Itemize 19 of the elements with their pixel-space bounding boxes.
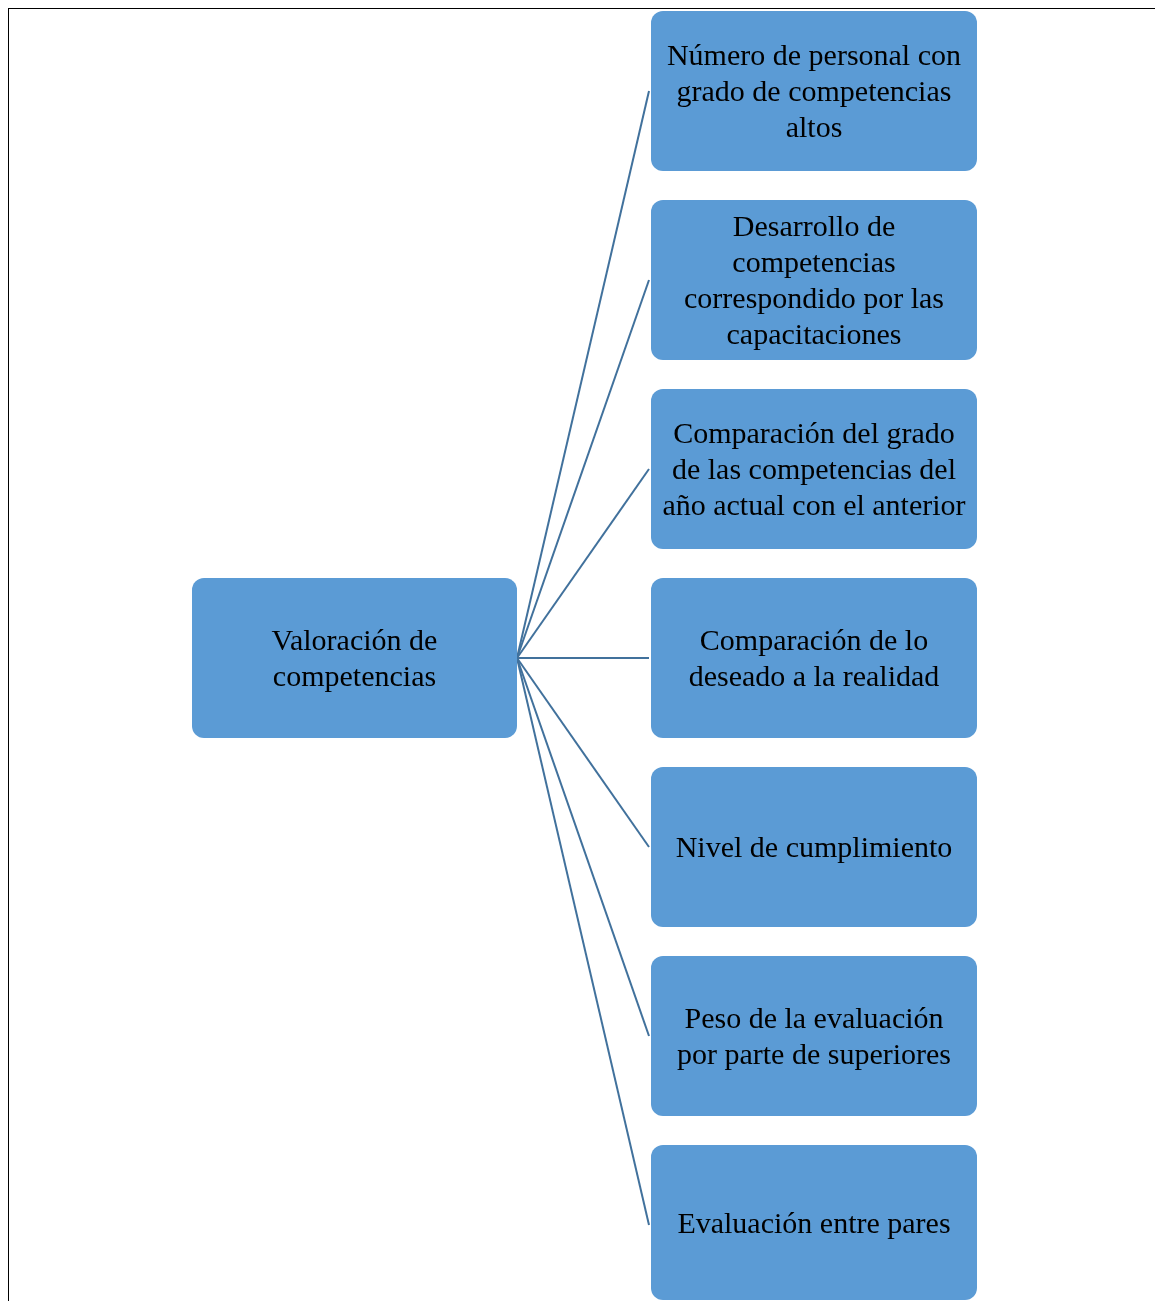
- node-text: Desarrollo de competencias correspondido por las capacitaciones: [683, 208, 945, 352]
- process-box: [651, 11, 977, 171]
- process-box: [651, 578, 977, 738]
- node-text: Valoración de competencias: [270, 622, 439, 694]
- connector-line: [516, 657, 650, 659]
- node-text: Número de personal con grado de competencias altos: [665, 37, 963, 145]
- process-box: [651, 1145, 977, 1300]
- process-box: [651, 767, 977, 927]
- node-text: Nivel de cumplimiento: [675, 829, 953, 865]
- connector-line: [516, 468, 650, 659]
- node-text: Comparación de lo deseado a la realidad: [687, 622, 941, 694]
- process-box: [651, 956, 977, 1116]
- node-text: Peso de la evaluación por parte de superiores: [675, 1000, 953, 1072]
- node-text: Comparación del grado de las competencias del año actual con el anterior: [661, 415, 967, 523]
- process-box: [192, 578, 517, 738]
- node-text: Evaluación entre pares: [677, 1204, 951, 1241]
- connector-line: [516, 657, 650, 848]
- process-box: [651, 389, 977, 549]
- process-box: [651, 200, 977, 360]
